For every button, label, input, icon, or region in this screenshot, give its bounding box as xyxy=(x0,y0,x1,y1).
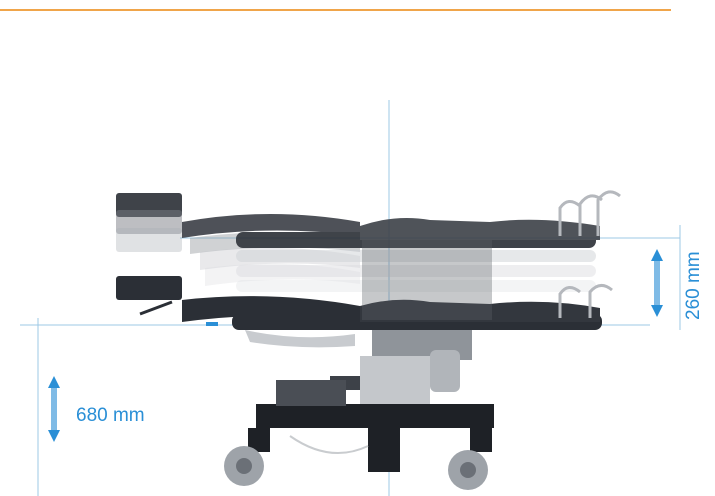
handle-rails-upper xyxy=(558,190,621,236)
height-dimension-label: 680 mm xyxy=(76,405,145,426)
table-base xyxy=(248,380,494,472)
double-arrow-vertical-icon xyxy=(651,249,663,317)
handle-rails-lower xyxy=(558,284,613,318)
top-accent-rule xyxy=(0,9,671,11)
table-top-lowest xyxy=(116,276,602,348)
caster-wheels xyxy=(224,446,488,490)
ghost-table-positions xyxy=(116,193,600,292)
travel-dimension-label: 260 mm xyxy=(683,251,704,320)
double-arrow-vertical-icon xyxy=(48,376,60,442)
